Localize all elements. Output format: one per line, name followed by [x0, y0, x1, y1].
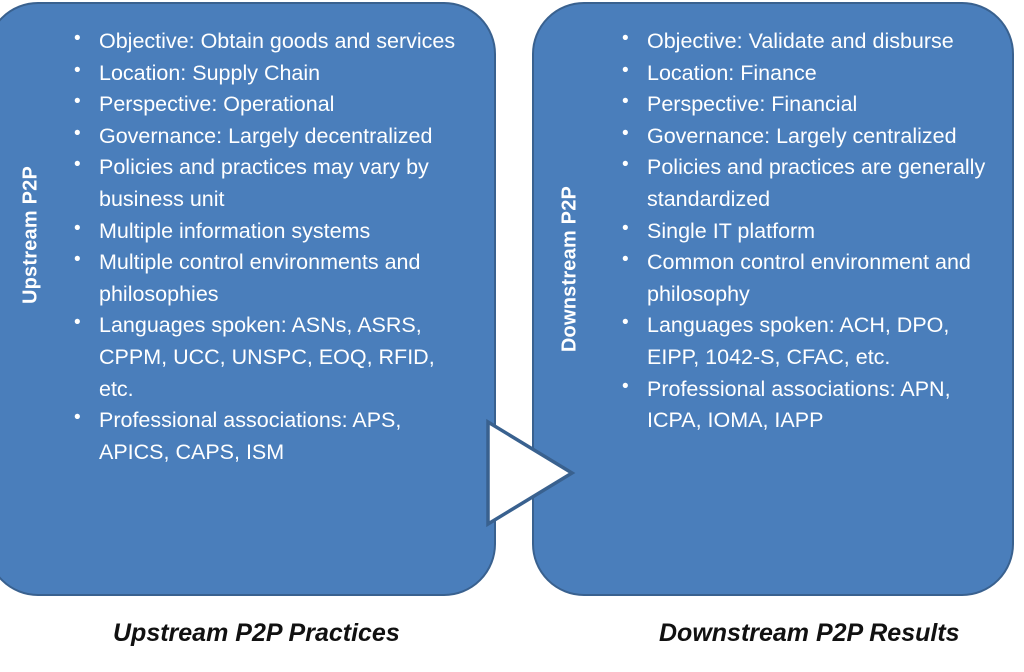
downstream-side-label: Downstream P2P — [558, 185, 581, 353]
list-item: Languages spoken: ACH, DPO, EIPP, 1042-S… — [622, 309, 1002, 373]
downstream-results-caption: Downstream P2P Results — [659, 619, 960, 647]
right-chevron-icon — [486, 418, 576, 528]
list-item: Governance: Largely centralized — [622, 120, 1002, 153]
list-item: Perspective: Operational — [74, 88, 468, 121]
downstream-p2p-panel: Downstream P2P Objective: Validate and d… — [532, 2, 1014, 596]
list-item: Professional associations: APN, ICPA, IO… — [622, 373, 1002, 437]
upstream-side-label: Upstream P2P — [19, 165, 42, 305]
list-item: Location: Supply Chain — [74, 57, 468, 90]
upstream-practices-caption: Upstream P2P Practices — [113, 619, 400, 647]
list-item: Professional associations: APS, APICS, C… — [74, 404, 468, 468]
list-item: Governance: Largely decentralized — [74, 120, 468, 153]
list-item: Common control environment and philosoph… — [622, 246, 1002, 310]
upstream-side-label-wrap: Upstream P2P — [2, 4, 60, 594]
list-item: Policies and practices may vary by busin… — [74, 151, 468, 215]
list-item: Multiple control environments and philos… — [74, 246, 468, 310]
list-item: Languages spoken: ASNs, ASRS, CPPM, UCC,… — [74, 309, 468, 405]
list-item: Single IT platform — [622, 215, 1002, 248]
list-item: Perspective: Financial — [622, 88, 1002, 121]
list-item: Multiple information systems — [74, 215, 468, 248]
footer-row: Upstream P2P Practices Often Drive Downs… — [0, 600, 1024, 672]
list-item: Location: Finance — [622, 57, 1002, 90]
list-item: Policies and practices are generally sta… — [622, 151, 1002, 215]
list-item: Objective: Obtain goods and services — [74, 25, 468, 58]
upstream-bullet-list: Objective: Obtain goods and services Loc… — [60, 4, 494, 594]
upstream-p2p-panel: Upstream P2P Objective: Obtain goods and… — [0, 2, 496, 596]
list-item: Objective: Validate and disburse — [622, 25, 1002, 58]
downstream-bullet-list: Objective: Validate and disburse Locatio… — [606, 4, 1012, 594]
